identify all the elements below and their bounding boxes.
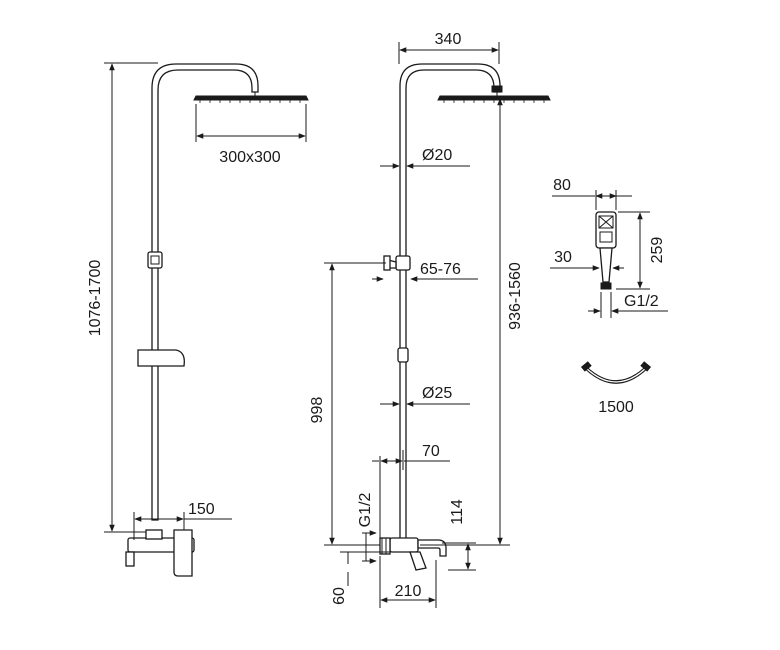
dim-hand-length: 259: [649, 237, 666, 264]
hand-shower-view: 80 259 30 G1/2 1500: [550, 177, 668, 416]
front-slider: [147, 251, 163, 269]
dim-hand-thread: G1/2: [624, 293, 659, 310]
dim-head-size: 300x300: [219, 149, 280, 166]
side-mixer-body: [389, 537, 419, 553]
dim-holder-range: 65-76: [420, 261, 461, 278]
dim-inlet-gap: 60: [331, 587, 348, 605]
side-holder: [395, 255, 411, 271]
front-shower-head: [193, 95, 309, 101]
front-pipe: [151, 63, 259, 521]
dim-wall-offset: 70: [422, 443, 440, 460]
dim-mixer-width: 150: [188, 501, 215, 518]
front-shelf: [137, 349, 185, 367]
side-spout: [417, 539, 447, 557]
dim-top-width: 340: [435, 31, 462, 48]
dim-mixer-depth: 210: [395, 583, 422, 600]
front-mixer-lever: [173, 529, 193, 577]
dim-hand-neck: 30: [554, 249, 572, 266]
front-view: 1076-1700 300x300 150: [87, 62, 309, 577]
side-lever: [409, 551, 427, 571]
dim-left-height: 1076-1700: [87, 260, 104, 337]
dim-centre-range: 936-1560: [507, 262, 524, 330]
side-view: 340 Ø20 65-76 998 Ø25 70 G1/2 11: [309, 31, 551, 608]
side-coupling: [397, 347, 409, 363]
dim-spout-height: 114: [449, 499, 466, 525]
hand-shower-handle: [599, 247, 613, 283]
side-pipe: [399, 63, 501, 541]
dim-hand-width: 80: [553, 177, 571, 194]
dim-inlet-thread: G1/2: [357, 493, 374, 528]
dim-hose-length: 1500: [598, 399, 634, 416]
dim-pipe-lower: Ø25: [422, 385, 452, 402]
dim-holder-height: 998: [309, 397, 326, 424]
dim-pipe-upper: Ø20: [422, 147, 452, 164]
